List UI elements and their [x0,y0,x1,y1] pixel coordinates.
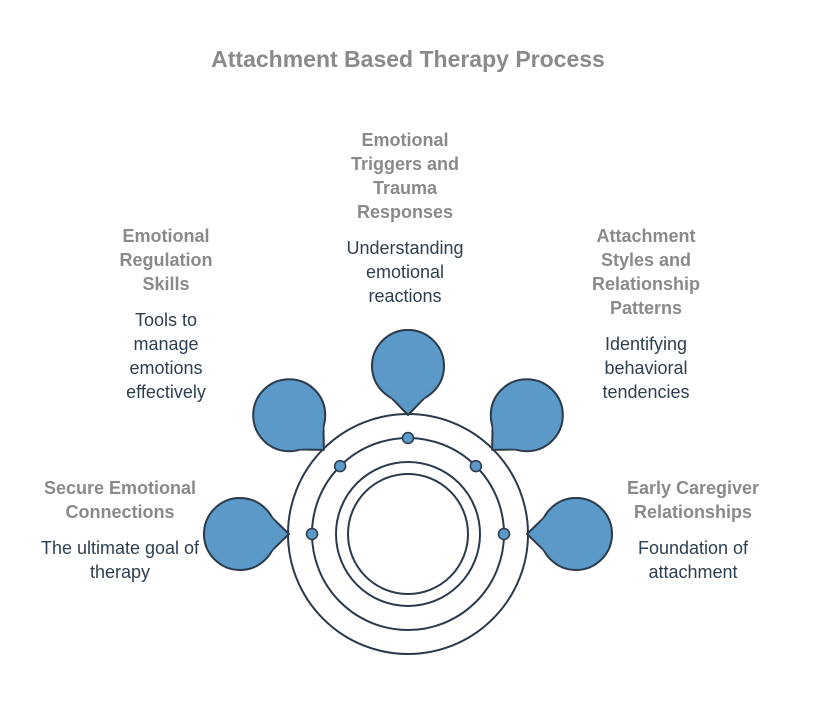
bubble-circle [371,329,445,403]
diagram-title: Attachment Based Therapy Process [211,46,605,72]
ring-dot-caregiver-relationships [497,527,511,541]
ring-dot-regulation-skills [333,459,347,473]
stage-heading: Attachment Styles and Relationship Patte… [591,226,700,318]
bubble-circle [489,378,564,453]
stage-emotional-triggers: Emotional Triggers and Trauma Responses … [330,128,480,308]
bubble-triggers-trauma [371,329,445,416]
bubble-seam [530,511,551,557]
bubble-secure-connections [203,497,290,571]
inner-ring [335,461,481,607]
bubble-seam [265,511,286,557]
bubble-circle [203,497,277,571]
bubble-regulation-skills [252,378,327,453]
bubble-seam [291,417,324,450]
stage-heading: Emotional Regulation Skills [119,226,213,294]
stage-description: Foundation of attachment [637,538,749,582]
stage-dots [305,431,511,541]
stage-description: The ultimate goal of therapy [40,538,200,582]
bubble-circle [539,497,613,571]
stage-heading: Early Caregiver Relationships [626,478,760,522]
ring-dot-triggers-trauma [401,431,415,445]
bubble-seam [385,391,431,412]
stage-early-caregiver-relationships: Early Caregiver Relationships Foundation… [618,476,768,584]
stage-emotional-regulation-skills: Emotional Regulation Skills Tools to man… [100,224,232,404]
stage-secure-emotional-connections: Secure Emotional Connections The ultimat… [40,476,200,584]
stage-description: Tools to manage emotions effectively [126,310,206,402]
ring-dot-secure-connections [305,527,319,541]
stage-attachment-styles: Attachment Styles and Relationship Patte… [574,224,718,404]
stage-heading: Emotional Triggers and Trauma Responses [350,130,460,222]
bubble-caregiver-relationships [526,497,613,571]
stage-description: Understanding emotional reactions [346,238,464,306]
core-ring [347,473,469,595]
ring-dot-attachment-styles [469,459,483,473]
stage-description: Identifying behavioral tendencies [602,334,690,402]
bubble-seam [492,417,525,450]
stage-bubbles [203,329,613,571]
bubble-attachment-styles [489,378,564,453]
bubble-circle [252,378,327,453]
stage-heading: Secure Emotional Connections [43,478,197,522]
